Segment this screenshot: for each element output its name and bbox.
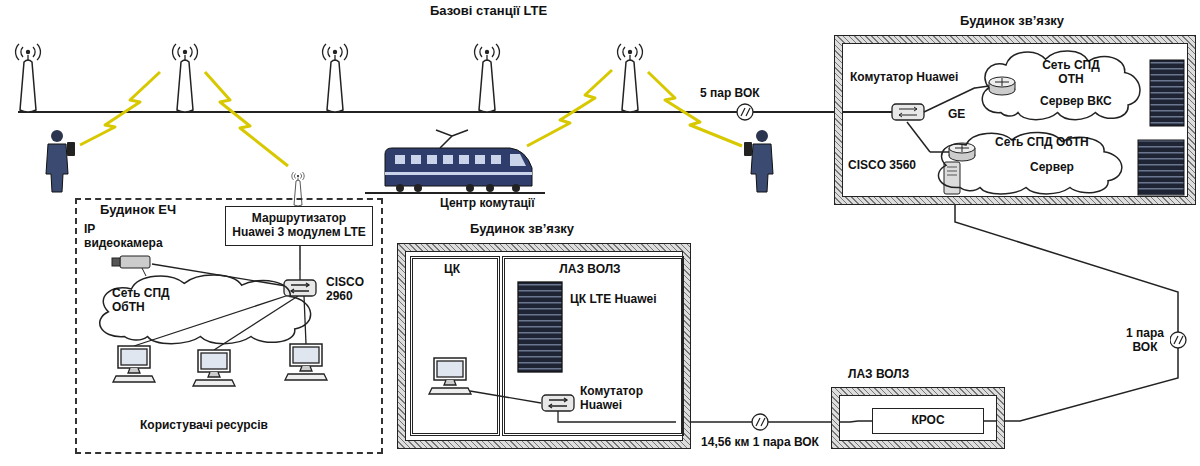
node-label: ЦК (410, 262, 494, 276)
node-heading: CISCO 3560 (848, 158, 928, 172)
node-label: Сеть СПД ОбТН (995, 135, 1115, 149)
node-heading: CISCO 2960 (326, 275, 372, 303)
network-cloud: CISCO 2960Сеть СПД ОбТН (90, 270, 320, 346)
fibre-link (684, 421, 872, 422)
workers (46, 130, 773, 192)
node-label: Комутатор Huawei (580, 384, 672, 412)
node-label: КРОС (879, 413, 977, 427)
caption-label: 5 пар ВОК (700, 86, 780, 100)
node-heading: ЛАЗ ВОЛЗ (848, 367, 948, 381)
building: ЦКЛАЗ ВОЛЗЦК LTE HuaweiКомутатор HuaweiБ… (398, 244, 690, 448)
node-label: ЦК LTE Huawei (570, 292, 670, 306)
fibre-line (18, 111, 892, 113)
caption-label: Базові станції LTE (430, 4, 600, 18)
caption-label: Користувачі ресурсів (140, 418, 310, 432)
room: ЛАЗ ВОЛЗ ЦК LTE HuaweiКомутатор Huawei (502, 256, 684, 436)
caption-label: IP видеокамера (84, 222, 174, 250)
building: КРОСЛАЗ ВОЛЗ (832, 388, 1004, 448)
building: Комутатор Huawei Сеть СПД ОТН Сервер ВКС CI… (835, 36, 1195, 204)
fibre-coupler (737, 104, 753, 120)
fibre-coupler (752, 414, 768, 430)
train (365, 130, 545, 193)
node-label: Сеть СПД ОТН (1035, 58, 1107, 86)
cross-box: КРОС (872, 408, 984, 434)
base-stations (16, 44, 643, 206)
router-box: Маршрутизатор Huawei 3 модулем LTE (225, 206, 373, 246)
network-cloud: CISCO 3560Сеть СПД ОбТНСервер (930, 128, 1130, 196)
node-heading: Будинок зв’язку (470, 222, 640, 236)
link-label: 1 пара ВОК (1120, 326, 1170, 354)
fibre-link (907, 122, 930, 152)
room: ЦК (410, 256, 500, 436)
link-label: 14,56 км 1 пара ВОК (699, 435, 821, 449)
node-label: Сервер (1030, 160, 1090, 174)
network-cloud: Сеть СПД ОТН Сервер ВКС (975, 46, 1147, 122)
switch: Комутатор Huawei (892, 102, 924, 122)
fibre-coupler (1170, 332, 1186, 348)
node-heading: Будинок зв’язку (960, 14, 1130, 28)
node-label: Маршрутизатор Huawei 3 модулем LTE (232, 211, 366, 239)
fibre-link (299, 246, 301, 270)
node-label: Сервер ВКС (1040, 94, 1130, 108)
node-heading: Комутатор Huawei (850, 70, 980, 84)
middle-building-equipment (429, 282, 676, 422)
caption-label: Центр комутації (440, 196, 560, 210)
node-label: Сеть СПД ОбТН (112, 286, 202, 314)
node-label: Будинок ЕЧ (100, 203, 210, 217)
node-label: ЛАЗ ВОЛЗ (502, 262, 678, 276)
link-label: GE (946, 107, 967, 121)
